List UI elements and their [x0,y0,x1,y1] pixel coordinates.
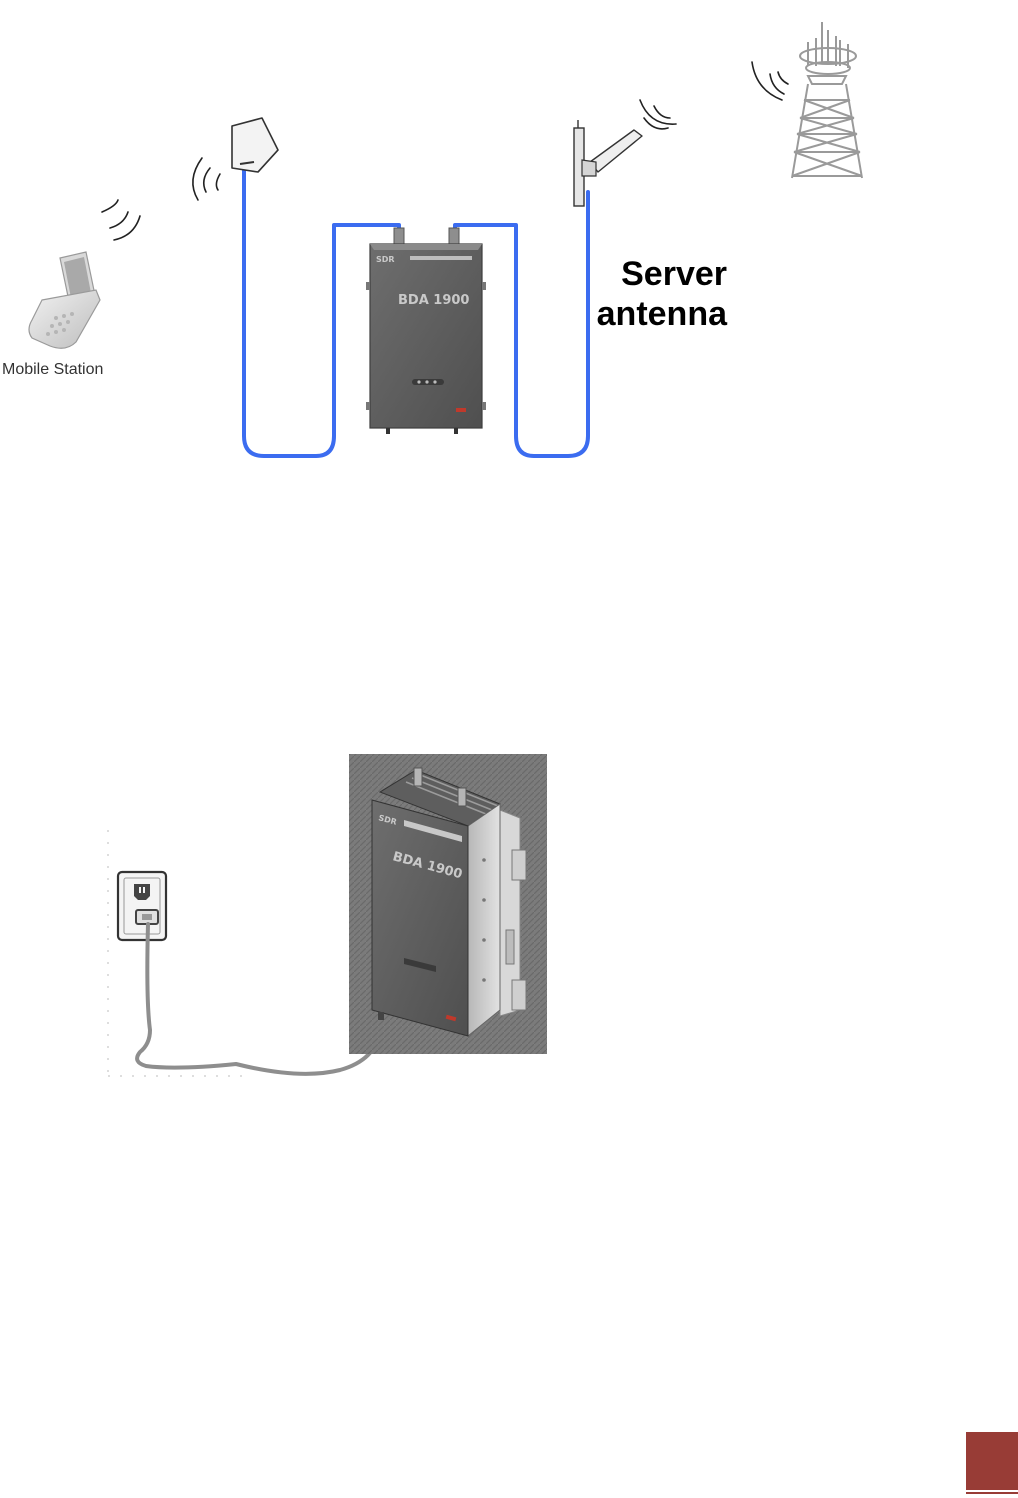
server-antenna-label-line1: Server [621,255,727,293]
donor-antenna-icon [574,120,642,206]
panel-antenna-signal-icon [193,158,220,200]
tower-signal-icon [752,62,788,100]
installation-photo: SDR BDA 1900 [108,754,547,1076]
cell-tower-icon [792,22,862,178]
donor-antenna-signal-icon [640,100,676,129]
bda-unit-mounted: SDR BDA 1900 [372,768,500,1036]
page-tab-underline [966,1492,1018,1494]
server-antenna-label-line2: antenna [597,295,728,333]
guide-dots [108,830,250,1076]
unit-model-label: BDA 1900 [398,293,469,308]
page-number-tab [966,1432,1018,1490]
page-footer [966,1432,1018,1494]
indoor-panel-antenna-icon [232,118,278,172]
bda-unit-front: SDR BDA 1900 [366,228,486,434]
wall-outlet-icon [118,872,166,940]
phone-signal-icon [102,200,140,240]
power-cord [137,924,382,1074]
unit-brand-tag: SDR [376,255,395,264]
system-diagram: Mobile Station [2,22,862,456]
mobile-station-label: Mobile Station [2,361,103,378]
mobile-phone-icon [29,252,100,348]
